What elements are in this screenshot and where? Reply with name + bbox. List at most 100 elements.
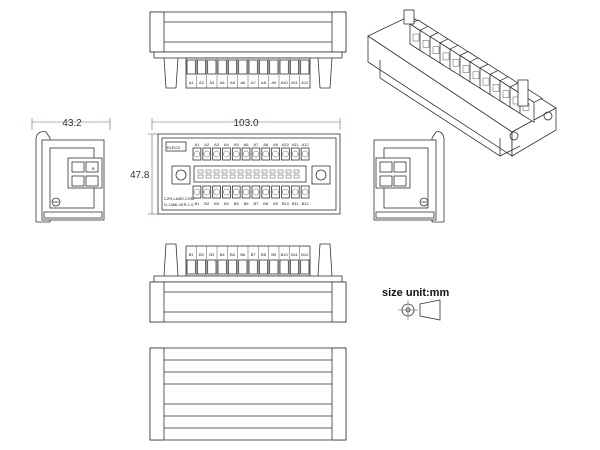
iso-terminal-opening bbox=[502, 90, 510, 98]
terminal-cell bbox=[217, 59, 227, 75]
idc-pin bbox=[213, 169, 220, 174]
terminal-label-b3: B3 bbox=[209, 252, 215, 257]
idc-pin bbox=[197, 169, 204, 174]
front-label-b2: B2 bbox=[204, 201, 210, 206]
front-terminal-a bbox=[251, 147, 261, 161]
isometric-terminals bbox=[403, 9, 543, 124]
front-terminal-a bbox=[290, 147, 300, 161]
front-terminal-b bbox=[281, 185, 290, 199]
idc-pin bbox=[285, 169, 292, 174]
size-unit-legend: size unit:mm bbox=[382, 287, 449, 321]
front-label-b6: B6 bbox=[244, 201, 250, 206]
height-dimension: 47.8 bbox=[130, 170, 150, 181]
terminal-cell bbox=[227, 259, 238, 275]
terminal-label-b11: B11 bbox=[291, 252, 299, 257]
terminal-label-a11: A11 bbox=[291, 80, 299, 85]
front-terminal-b bbox=[271, 185, 280, 199]
front-terminal-a bbox=[222, 147, 231, 161]
idc-pin bbox=[261, 169, 268, 174]
idc-pin bbox=[277, 174, 284, 179]
iso-terminal-opening bbox=[412, 33, 420, 42]
terminal-label-a1: A1 bbox=[189, 80, 195, 85]
terminal-cell bbox=[207, 59, 217, 75]
iso-terminal-opening bbox=[482, 77, 490, 86]
front-label-a8: A8 bbox=[263, 142, 269, 147]
iso-terminal-opening bbox=[462, 65, 470, 73]
iso-terminal-opening bbox=[472, 71, 480, 80]
screw-head bbox=[282, 150, 289, 158]
iso-terminal-opening bbox=[442, 52, 450, 61]
front-label-b9: B9 bbox=[273, 201, 279, 206]
front-terminal-b bbox=[261, 185, 271, 199]
screw-head bbox=[203, 188, 210, 196]
front-terminal-a bbox=[241, 147, 251, 161]
front-terminal-b bbox=[300, 185, 310, 199]
depth-dimension: 43.2 bbox=[62, 118, 82, 129]
idc-pin bbox=[237, 169, 244, 174]
terminal-label-a9: A9 bbox=[271, 80, 277, 85]
terminal-cell bbox=[269, 59, 279, 75]
terminal-label-b8: B8 bbox=[261, 252, 267, 257]
idc-pin bbox=[213, 174, 220, 179]
terminal-cell bbox=[300, 259, 310, 275]
front-terminal-a bbox=[281, 147, 290, 161]
iso-power-terminal bbox=[517, 79, 529, 107]
terminal-cell bbox=[196, 259, 207, 275]
front-terminal-a bbox=[271, 147, 280, 161]
screw-head bbox=[203, 150, 210, 158]
front-terminal-b bbox=[202, 185, 212, 199]
front-label-a3: A3 bbox=[214, 142, 220, 147]
terminal-label-b9: B9 bbox=[271, 252, 277, 257]
front-label-a11: A11 bbox=[292, 142, 300, 147]
idc-pin bbox=[205, 174, 212, 179]
length-dimension: 103.0 bbox=[233, 118, 258, 129]
screw-head bbox=[213, 150, 220, 158]
idc-pin bbox=[261, 174, 268, 179]
terminal-cell bbox=[248, 59, 258, 75]
idc-connector bbox=[197, 169, 300, 179]
screw-head bbox=[242, 150, 250, 158]
screw-head bbox=[233, 150, 240, 158]
screw-head bbox=[252, 150, 260, 158]
idc-pin bbox=[229, 169, 236, 174]
front-label-b7: B7 bbox=[253, 201, 259, 206]
front-terminal-b bbox=[290, 185, 300, 199]
terminal-cell bbox=[238, 59, 248, 75]
terminal-label-a5: A5 bbox=[230, 80, 236, 85]
terminal-label-b12: B12 bbox=[301, 252, 309, 257]
terminal-label-a7: A7 bbox=[251, 80, 257, 85]
right-side-view bbox=[373, 131, 445, 223]
front-terminal-a bbox=[231, 147, 241, 161]
front-terminal-b bbox=[222, 185, 231, 199]
idc-pin bbox=[221, 169, 228, 174]
screw-head bbox=[262, 150, 269, 158]
terminal-cell bbox=[279, 59, 289, 75]
front-label-a1: A1 bbox=[194, 142, 200, 147]
size-unit-text: size unit:mm bbox=[382, 287, 449, 299]
front-label-a12: A12 bbox=[302, 142, 310, 147]
front-terminal-a bbox=[212, 147, 221, 161]
terminal-cell bbox=[279, 259, 289, 275]
terminal-label-a4: A4 bbox=[220, 80, 226, 85]
terminal-cell bbox=[196, 59, 207, 75]
front-label-a9: A9 bbox=[273, 142, 279, 147]
idc-pin bbox=[277, 169, 284, 174]
terminal-cell bbox=[289, 59, 300, 75]
front-label-a2: A2 bbox=[204, 142, 210, 147]
screw-head bbox=[292, 150, 299, 158]
terminal-cell bbox=[238, 259, 248, 275]
idc-pin bbox=[221, 174, 228, 179]
idc-pin bbox=[253, 169, 260, 174]
terminal-cell bbox=[258, 259, 269, 275]
front-label-b5: B5 bbox=[234, 201, 240, 206]
terminal-label-a10: A10 bbox=[281, 80, 289, 85]
screw-head bbox=[272, 150, 279, 158]
front-terminal-b bbox=[241, 185, 251, 199]
terminal-label-b10: B10 bbox=[281, 252, 289, 257]
idc-pin bbox=[253, 174, 260, 179]
idc-pin bbox=[293, 174, 300, 179]
idc-pin bbox=[245, 169, 252, 174]
